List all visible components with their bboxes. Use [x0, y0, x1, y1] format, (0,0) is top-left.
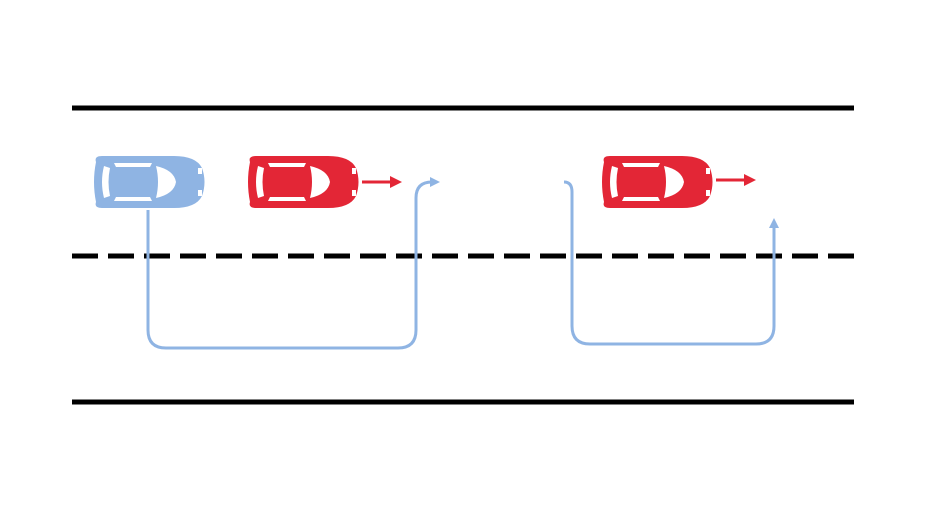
car-headlight	[198, 168, 202, 174]
car-rear-window	[256, 166, 264, 198]
car-headlight	[706, 190, 710, 196]
red-car-2	[602, 156, 713, 208]
car-side-window-bottom	[622, 197, 660, 201]
car-body	[602, 156, 713, 208]
overtake-path-1	[146, 177, 440, 350]
car-side-window-top	[114, 163, 152, 167]
car-side-window-bottom	[268, 197, 306, 201]
red-car-1	[248, 156, 359, 208]
car-headlight	[352, 168, 356, 174]
car-headlight	[706, 168, 710, 174]
car-side-window-bottom	[114, 197, 152, 201]
blue-car	[94, 156, 205, 208]
car-headlight	[352, 190, 356, 196]
car-body	[248, 156, 359, 208]
car-headlight	[198, 190, 202, 196]
car-side-window-top	[268, 163, 306, 167]
car-windshield	[664, 166, 684, 198]
overtake-path-2	[563, 180, 779, 346]
car-roof	[114, 168, 152, 196]
car-side-window-top	[622, 163, 660, 167]
car-rear-window	[610, 166, 618, 198]
car-windshield	[156, 166, 176, 198]
car-windshield	[310, 166, 330, 198]
car-rear-window	[102, 166, 110, 198]
